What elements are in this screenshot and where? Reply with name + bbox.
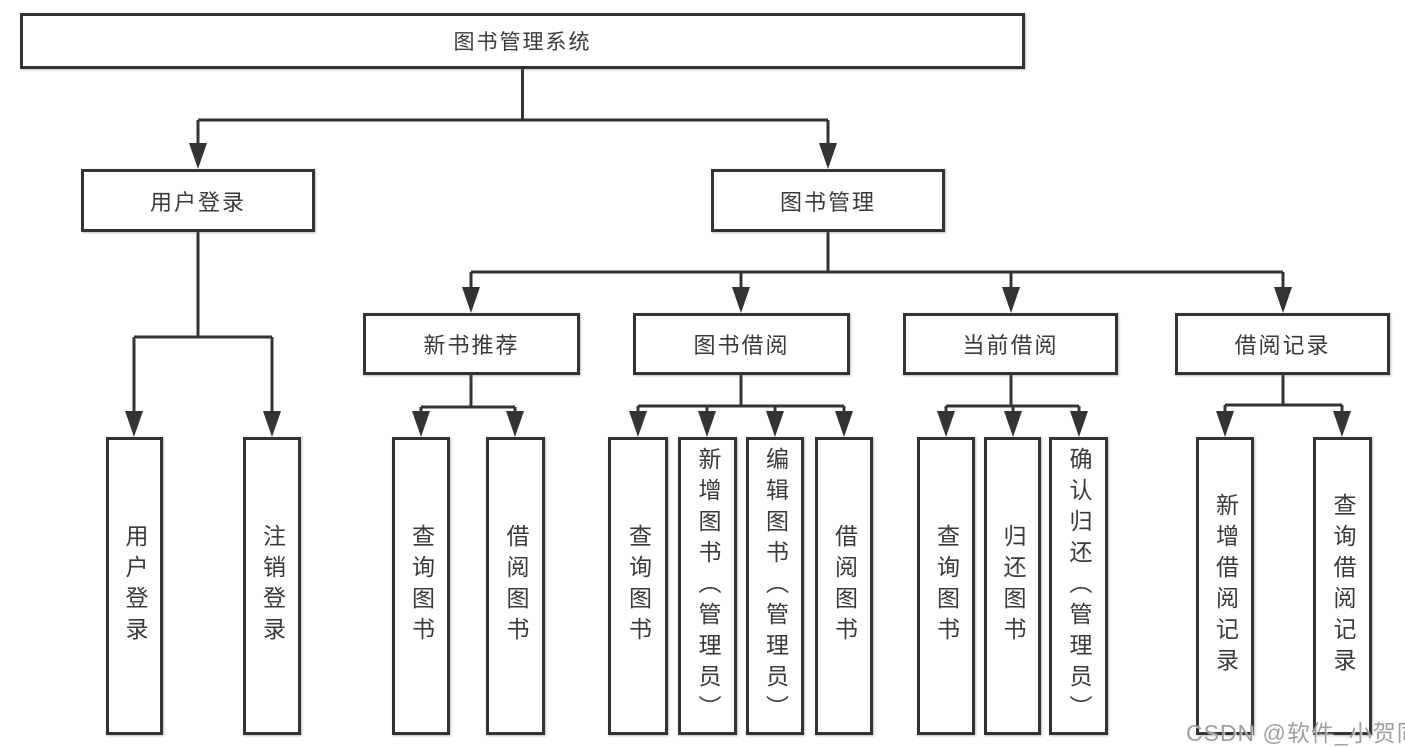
arrowhead-icon <box>629 411 647 437</box>
arrowhead-icon <box>462 287 480 313</box>
node-new-book-recommend: 新书推荐 <box>363 313 580 375</box>
arrowhead-icon <box>698 411 716 437</box>
arrowhead-icon <box>412 411 430 437</box>
leaf-add-borrow-record: 新增借阅记录 <box>1196 437 1254 735</box>
node-current-borrow: 当前借阅 <box>903 313 1118 375</box>
arrowhead-icon <box>1333 411 1351 437</box>
connector-current-borrow-to-leaves <box>944 375 1081 413</box>
node-book-management: 图书管理 <box>711 169 945 232</box>
arrowhead-icon <box>937 411 955 437</box>
arrowhead-icon <box>506 411 524 437</box>
arrowhead-icon <box>1274 287 1292 313</box>
connector-book-borrow-to-leaves <box>636 375 846 413</box>
node-root-system: 图书管理系统 <box>20 13 1025 69</box>
arrowheads <box>125 143 1351 437</box>
leaf-borrow-books-recommend: 借阅图书 <box>486 437 545 735</box>
leaf-user-login: 用户登录 <box>106 437 163 735</box>
arrowhead-icon <box>835 411 853 437</box>
leaf-logout-login: 注销登录 <box>243 437 301 735</box>
arrowhead-icon <box>1004 411 1022 437</box>
arrowhead-icon <box>125 411 143 437</box>
connector-book-mgmt-to-level3 <box>469 232 1285 288</box>
leaf-add-books-admin: 新增图书（管理员） <box>678 437 737 735</box>
leaf-edit-books-admin: 编辑图书（管理员） <box>746 437 804 735</box>
connector-new-book-rec-to-leaves <box>419 375 517 413</box>
leaf-query-books-recommend: 查询图书 <box>392 437 450 735</box>
arrowhead-icon <box>1070 411 1088 437</box>
leaf-query-books-current: 查询图书 <box>917 437 975 735</box>
arrowhead-icon <box>189 143 207 169</box>
arrowhead-icon <box>1216 411 1234 437</box>
connector-borrow-records-to-leaves <box>1223 375 1344 413</box>
node-book-borrow: 图书借阅 <box>633 313 850 375</box>
connector-root-to-level2 <box>196 69 830 144</box>
arrowhead-icon <box>819 143 837 169</box>
leaf-query-borrow-record: 查询借阅记录 <box>1313 437 1372 735</box>
leaf-query-books-borrow: 查询图书 <box>608 437 668 735</box>
arrowhead-icon <box>732 287 750 313</box>
arrowhead-icon <box>1002 287 1020 313</box>
leaf-confirm-return-admin: 确认归还（管理员） <box>1049 437 1108 735</box>
leaf-return-books: 归还图书 <box>984 437 1041 735</box>
node-user-login: 用户登录 <box>81 169 315 232</box>
arrowhead-icon <box>766 411 784 437</box>
csdn-watermark: CSDN @软件_小贺同学 <box>1186 720 1405 746</box>
leaf-borrow-books: 借阅图书 <box>815 437 873 735</box>
node-borrow-records: 借阅记录 <box>1175 313 1390 375</box>
connector-user-login-to-leaves <box>132 232 274 413</box>
arrowhead-icon <box>263 411 281 437</box>
